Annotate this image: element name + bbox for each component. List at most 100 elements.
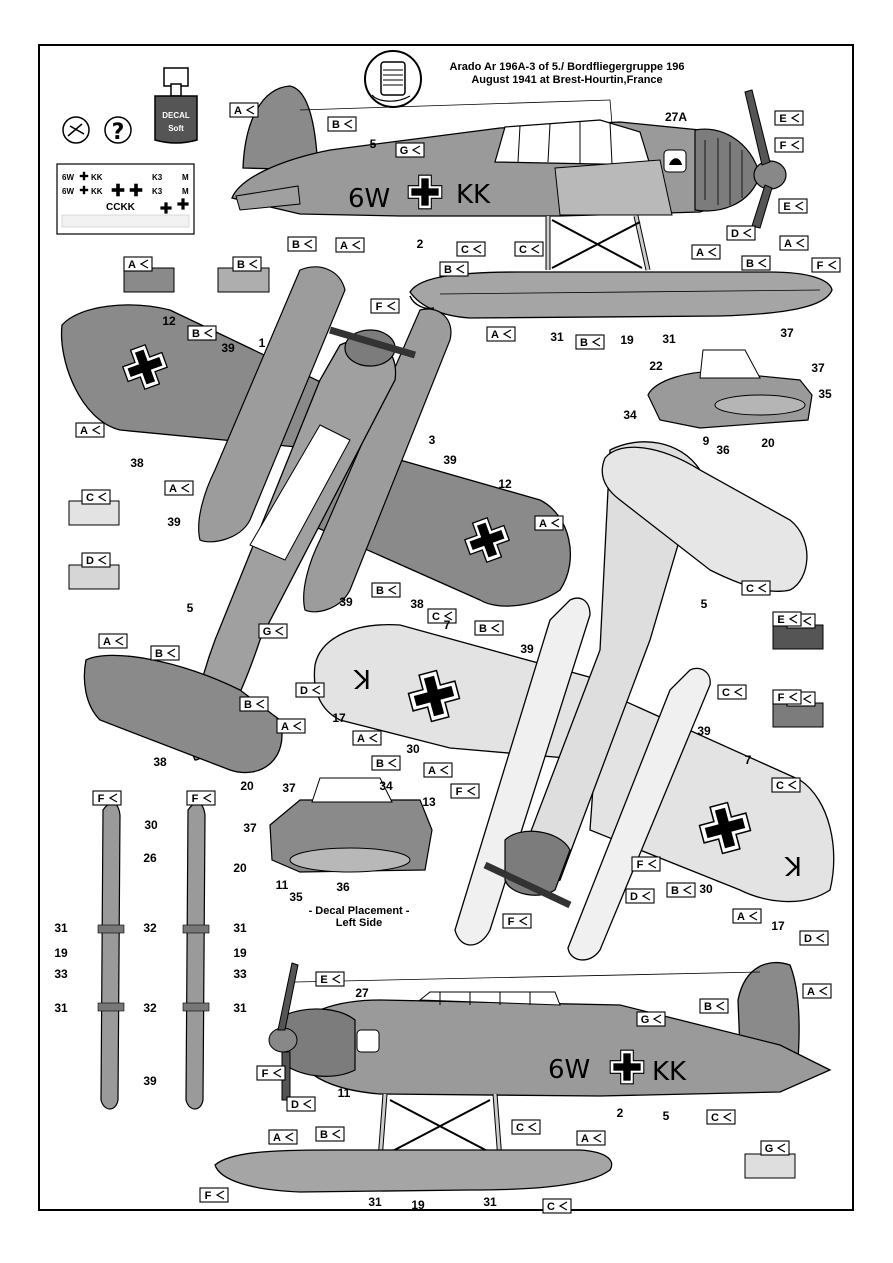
- swatch-c: [68, 500, 120, 526]
- chevron-left-icon: [802, 616, 812, 626]
- color-tag-box: [276, 718, 306, 734]
- color-tag-box: [575, 334, 605, 350]
- callout-17: 17: [771, 919, 785, 933]
- callout-36: 36: [716, 443, 730, 457]
- color-tag-a: A: [534, 515, 564, 531]
- chevron-left-icon: [652, 1014, 662, 1024]
- color-tag-b: B: [741, 255, 771, 271]
- color-tag-f: F: [186, 790, 216, 806]
- color-tag-f: F: [772, 689, 802, 705]
- callout-31: 31: [233, 921, 247, 935]
- color-tag-box: [370, 298, 400, 314]
- color-tag-letter: B: [376, 758, 384, 770]
- color-tag-a: A: [486, 326, 516, 342]
- swatch-e: [772, 624, 824, 650]
- callout-37: 37: [243, 821, 257, 835]
- swatch-g: [744, 1153, 796, 1179]
- color-tag-b: B: [315, 1126, 345, 1142]
- color-tag-box: [327, 116, 357, 132]
- callout-5: 5: [701, 597, 708, 611]
- chevron-left-icon: [387, 758, 397, 768]
- callout-11: 11: [276, 878, 289, 892]
- color-tag-box: [256, 1065, 286, 1081]
- color-tag-letter: B: [704, 1001, 712, 1013]
- color-tag-box: [706, 1109, 736, 1125]
- color-tag-letter: A: [340, 240, 348, 252]
- callout-30: 30: [699, 882, 713, 896]
- callout-31: 31: [54, 1001, 68, 1015]
- color-tag-f: F: [450, 783, 480, 799]
- color-tag-f: F: [631, 856, 661, 872]
- underside-code-k-right: K: [784, 850, 802, 880]
- color-tag-f: F: [199, 1187, 229, 1203]
- color-tag-letter: A: [281, 721, 289, 733]
- swatch-a: [123, 267, 175, 293]
- color-tag-box: [486, 326, 516, 342]
- color-tag-d: D: [286, 1096, 316, 1112]
- color-tag-box: [239, 696, 269, 712]
- color-tag-box: [576, 1130, 606, 1146]
- color-tag-letter: A: [169, 483, 177, 495]
- callout-5: 5: [370, 137, 377, 151]
- color-tag-box: [352, 730, 382, 746]
- chevron-left-icon: [502, 329, 512, 339]
- side-code-kk-left: KK: [652, 1057, 687, 1087]
- color-tag-c: C: [771, 777, 801, 793]
- color-tag-box: [258, 623, 288, 639]
- help-icon-glyph: ?: [112, 120, 125, 145]
- chevron-left-icon: [331, 1129, 341, 1139]
- color-tag-f: F: [774, 137, 804, 153]
- callout-5: 5: [663, 1109, 670, 1123]
- left-side-detail: - Decal Placement - Left Side: [269, 777, 433, 929]
- chevron-left-icon: [284, 1132, 294, 1142]
- color-tag-letter: D: [804, 933, 812, 945]
- color-tag-box: [474, 620, 504, 636]
- color-tag-e: E: [778, 198, 808, 214]
- callout-26: 26: [143, 851, 157, 865]
- chevron-left-icon: [139, 259, 149, 269]
- color-tag-box: [286, 1096, 316, 1112]
- decal-cckk: CCKK: [106, 202, 136, 213]
- chevron-left-icon: [794, 201, 804, 211]
- swatch-d: [68, 564, 120, 590]
- callout-39: 39: [520, 642, 534, 656]
- color-tag-b: B: [474, 620, 504, 636]
- color-tag-b: B: [239, 696, 269, 712]
- color-tag-letter: B: [580, 337, 588, 349]
- color-tag-letter: F: [98, 793, 105, 805]
- chevron-left-icon: [790, 113, 800, 123]
- color-tag-letter: F: [778, 692, 785, 704]
- color-tag-box: [514, 241, 544, 257]
- color-tag-letter: A: [128, 259, 136, 271]
- callout-39: 39: [339, 595, 353, 609]
- chevron-left-icon: [715, 1001, 725, 1011]
- color-tag-letter: F: [637, 859, 644, 871]
- chevron-left-icon: [815, 933, 825, 943]
- chevron-left-icon: [368, 733, 378, 743]
- chevron-left-icon: [180, 483, 190, 493]
- no-glue-icon: [62, 116, 90, 144]
- color-tag-g: G: [258, 623, 288, 639]
- callout-32: 32: [143, 1001, 157, 1015]
- color-tag-box: [439, 261, 469, 277]
- color-tag-letter: D: [630, 891, 638, 903]
- color-tag-letter: B: [479, 623, 487, 635]
- color-tag-group: ABGABCCAABBFEFEDABABBFAACDABGBCCEFABABDC…: [75, 102, 841, 1214]
- chevron-left-icon: [343, 119, 353, 129]
- chevron-left-icon: [203, 328, 213, 338]
- color-tag-box: [335, 237, 365, 253]
- color-tag-box: [123, 256, 153, 272]
- decal-m-1: M: [182, 173, 189, 182]
- swatch-f-fill: [772, 702, 824, 728]
- color-tag-letter: A: [428, 765, 436, 777]
- chevron-left-icon: [439, 765, 449, 775]
- color-tag-letter: A: [491, 329, 499, 341]
- chevron-left-icon: [411, 145, 421, 155]
- callout-2: 2: [617, 1106, 624, 1120]
- color-tag-letter: A: [80, 425, 88, 437]
- color-tag-letter: A: [737, 911, 745, 923]
- color-tag-letter: C: [86, 492, 94, 504]
- chevron-left-icon: [472, 244, 482, 254]
- color-tag-a: A: [779, 235, 809, 251]
- side-code-kk: KK: [456, 180, 491, 210]
